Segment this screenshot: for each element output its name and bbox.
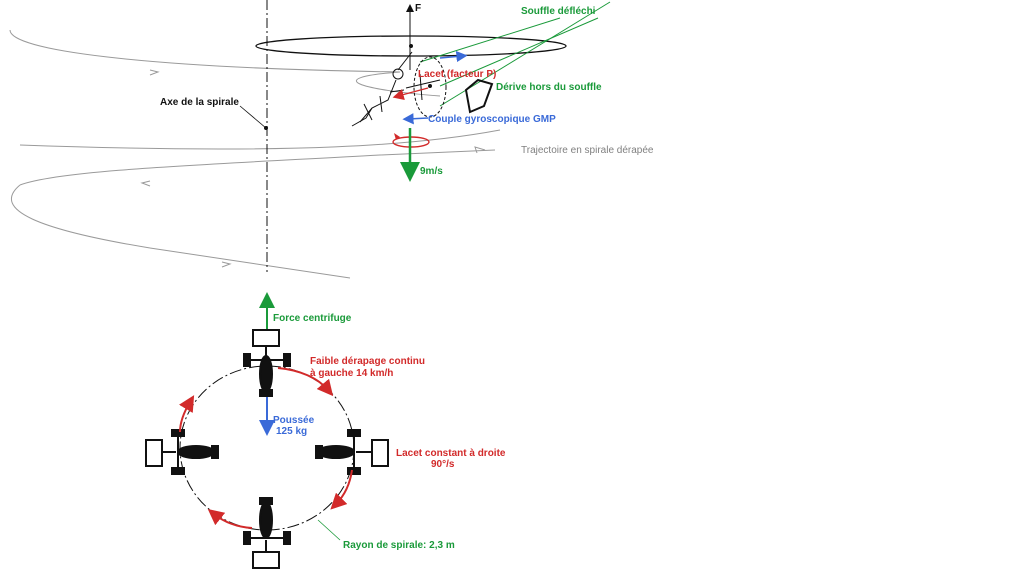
label-force-centrifuge: Force centrifuge (273, 313, 352, 324)
rotor-disk (255, 35, 567, 57)
label-lacet-facteur-p: Lacet (facteur P) (418, 69, 497, 80)
trike-left (145, 429, 219, 475)
label-couple-gyroscopique: Couple gyroscopique GMP (428, 114, 556, 125)
propeller-disk (413, 56, 447, 118)
label-derapage-line2: à gauche 14 km/h (310, 368, 394, 379)
trike-figure (351, 51, 441, 127)
label-rayon-spirale: Rayon de spirale: 2,3 m (343, 540, 455, 551)
label-poussee-line2: 125 kg (276, 426, 308, 437)
radius-leader (317, 519, 341, 541)
gyro-arrow-top (439, 50, 468, 63)
label-lacet-constant-line1: Lacet constant à droite (396, 448, 506, 459)
trike-top (243, 329, 291, 397)
trike-right (315, 429, 389, 475)
gyro-arrow-bottom (402, 113, 429, 125)
label-derapage-line1: Faible dérapage continu (310, 356, 426, 367)
label-lacet-constant-line2: 90°/s (431, 459, 455, 470)
label-poussee-line1: Poussée (273, 415, 315, 426)
label-derive-hors-souffle: Dérive hors du souffle (496, 82, 602, 93)
rotation-arrows (179, 367, 353, 529)
yaw-rotation-head (394, 133, 400, 140)
label-vitesse-descente: 9m/s (420, 166, 443, 177)
trike-bottom (243, 497, 291, 569)
axis-leader (239, 105, 267, 129)
label-souffle-deflechi: Souffle défléchi (521, 6, 596, 17)
label-trajectoire: Trajectoire en spirale dérapée (521, 145, 654, 156)
label-force-f: F (415, 3, 422, 14)
tail-fin (464, 78, 494, 114)
label-axe-spirale: Axe de la spirale (160, 97, 239, 108)
yaw-p-factor-arrow (392, 87, 429, 100)
spiral-trajectory (9, 29, 501, 279)
rotor-center (409, 44, 413, 48)
